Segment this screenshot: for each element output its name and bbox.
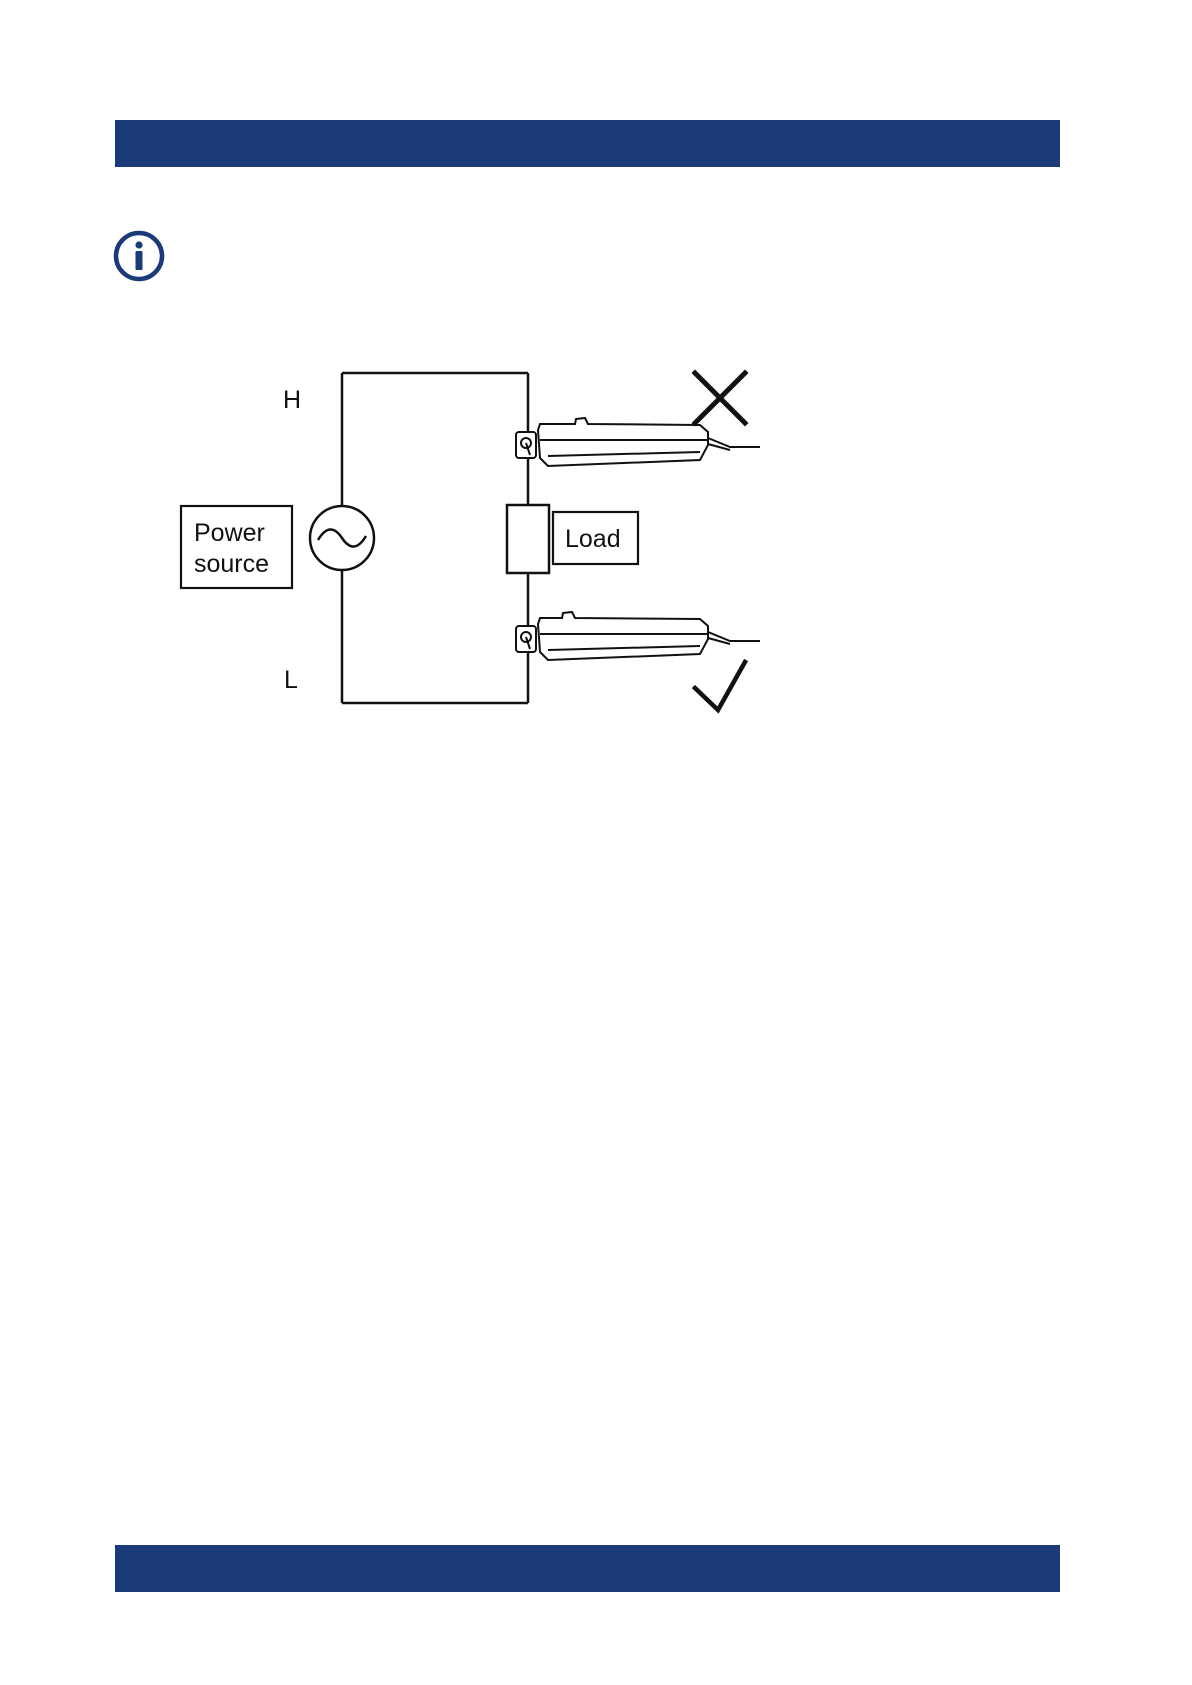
load-label: Load <box>565 525 621 553</box>
cross-icon <box>695 373 745 423</box>
label-l: L <box>284 666 298 694</box>
upper-clamp-probe <box>516 418 760 466</box>
load-element <box>507 505 549 573</box>
lower-clamp-probe <box>516 612 760 660</box>
power-source-label-line2: source <box>194 550 269 578</box>
footer-band <box>115 1545 1060 1592</box>
ac-source-icon <box>310 506 374 570</box>
power-source-label-line1: Power <box>194 519 265 547</box>
label-h: H <box>283 386 301 414</box>
check-icon <box>695 662 745 710</box>
